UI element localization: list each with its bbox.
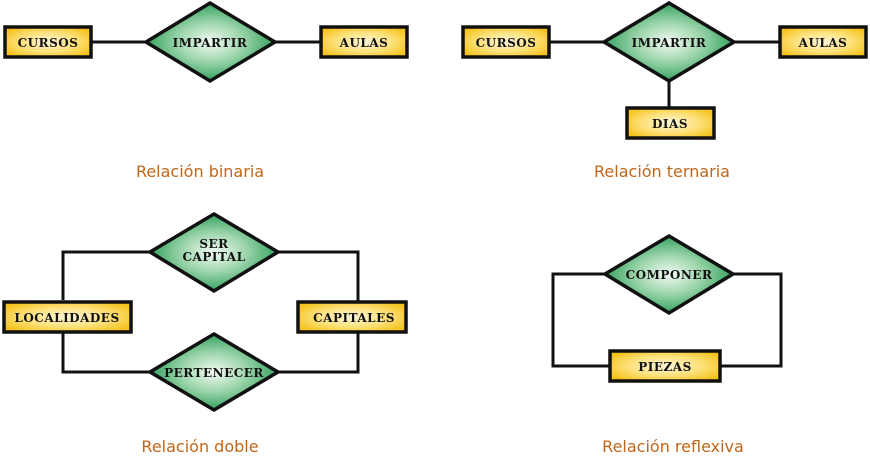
connector-line — [61, 250, 150, 300]
relation-ser-capital[interactable]: SER CAPITAL — [146, 211, 282, 294]
relation-impartir[interactable]: IMPARTIR — [142, 0, 279, 84]
diagram-ternary-relation: CURSOS IMPARTIR AULAS DIAS Relación tern… — [461, 0, 868, 181]
entity-capitales[interactable]: CAPITALES — [296, 300, 408, 334]
entity-label: PIEZAS — [638, 360, 692, 374]
relation-label: CAPITAL — [182, 250, 245, 264]
diagram-binary-relation: CURSOS IMPARTIR AULAS Relación binaria — [3, 0, 409, 181]
entity-aulas[interactable]: AULAS — [319, 25, 409, 59]
diagram-double-relation: SER CAPITAL LOCALIDADES CAPITALES PERTEN… — [2, 211, 408, 456]
connector-line — [61, 333, 150, 374]
caption-double: Relación doble — [141, 437, 258, 456]
entity-label: LOCALIDADES — [14, 311, 119, 325]
relation-pertenecer[interactable]: PERTENECER — [146, 331, 282, 413]
connector-line — [278, 250, 360, 301]
connector-line — [720, 272, 783, 368]
relation-componer[interactable]: COMPONER — [601, 233, 737, 316]
relation-impartir[interactable]: IMPARTIR — [600, 0, 738, 84]
entity-dias[interactable]: DIAS — [625, 106, 716, 140]
entity-localidades[interactable]: LOCALIDADES — [2, 300, 133, 334]
entity-label: DIAS — [652, 117, 688, 131]
entity-piezas[interactable]: PIEZAS — [608, 349, 722, 383]
entity-cursos[interactable]: CURSOS — [461, 25, 551, 59]
entity-label: CURSOS — [18, 36, 79, 50]
entity-label: AULAS — [339, 36, 389, 50]
diagram-reflexive-relation: COMPONER PIEZAS Relación reflexiva — [551, 233, 783, 456]
relation-label: SER — [199, 237, 229, 251]
connector-line — [551, 272, 610, 368]
entity-label: AULAS — [798, 36, 848, 50]
entity-label: CAPITALES — [313, 311, 395, 325]
connector-line — [278, 333, 360, 374]
entity-aulas[interactable]: AULAS — [778, 25, 868, 59]
entity-label: CURSOS — [476, 36, 537, 50]
relation-label: IMPARTIR — [632, 36, 707, 50]
relation-label: PERTENECER — [164, 366, 264, 380]
relation-label: IMPARTIR — [173, 36, 248, 50]
caption-binary: Relación binaria — [136, 162, 264, 181]
relation-label: COMPONER — [626, 268, 713, 282]
caption-ternary: Relación ternaria — [594, 162, 730, 181]
entity-cursos[interactable]: CURSOS — [3, 25, 93, 59]
caption-reflexive: Relación reflexiva — [602, 437, 744, 456]
